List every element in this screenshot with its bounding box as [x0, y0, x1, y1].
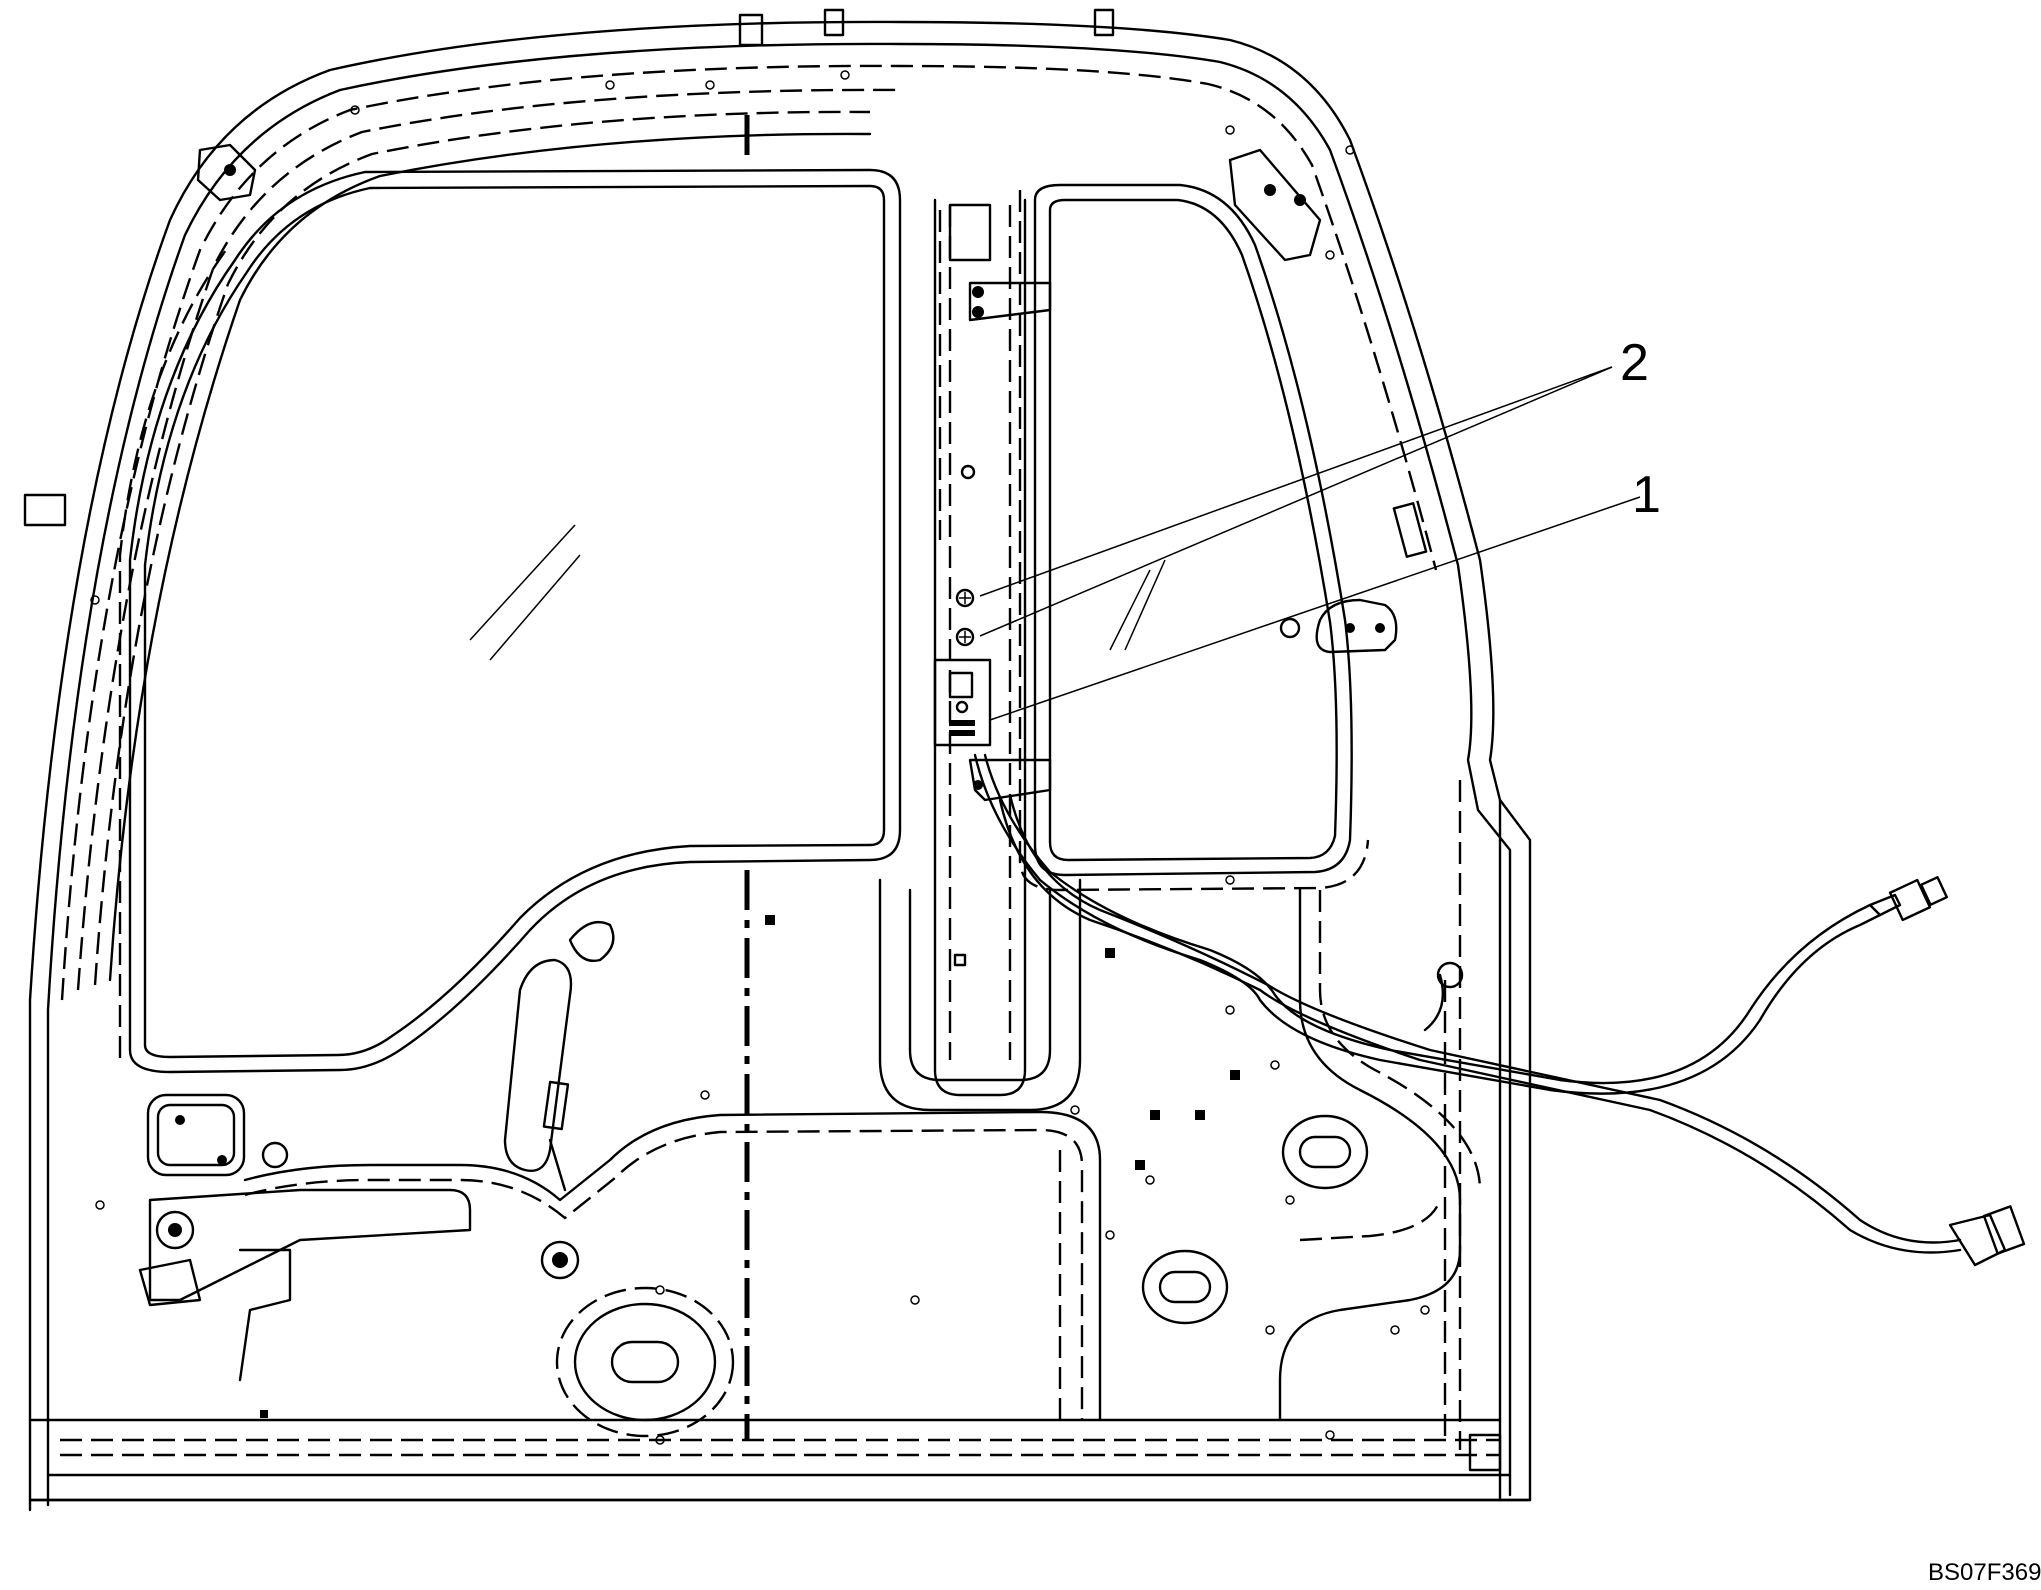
leader-lines	[979, 366, 1641, 721]
fastener-screws	[955, 588, 975, 647]
upper-left-hinge	[196, 143, 257, 202]
door-outer-frame	[28, 20, 1532, 1512]
lower-panel-ribs	[243, 888, 1482, 1422]
upper-left-window	[118, 168, 902, 1074]
oval-embossings	[555, 1114, 1369, 1438]
rivets	[90, 70, 1430, 1445]
upper-right-hinge	[1228, 148, 1322, 262]
pillar-clips	[948, 203, 1052, 967]
top-mounts	[23, 8, 1115, 527]
callout-2: 2	[1620, 334, 1649, 392]
door-bottom-sill	[28, 1418, 1532, 1502]
right-window	[1018, 183, 1370, 892]
wiring-harness	[973, 753, 2026, 1267]
right-latch	[1279, 502, 1464, 989]
callout-1: 1	[1632, 466, 1661, 524]
door-lock-mechanism	[138, 1188, 580, 1382]
gas-strut	[503, 920, 615, 1192]
figure-reference: BS07F369	[1928, 1559, 2041, 1586]
center-pillar	[878, 198, 1082, 1112]
switch-module	[933, 658, 992, 747]
latch-plate	[146, 1093, 289, 1177]
